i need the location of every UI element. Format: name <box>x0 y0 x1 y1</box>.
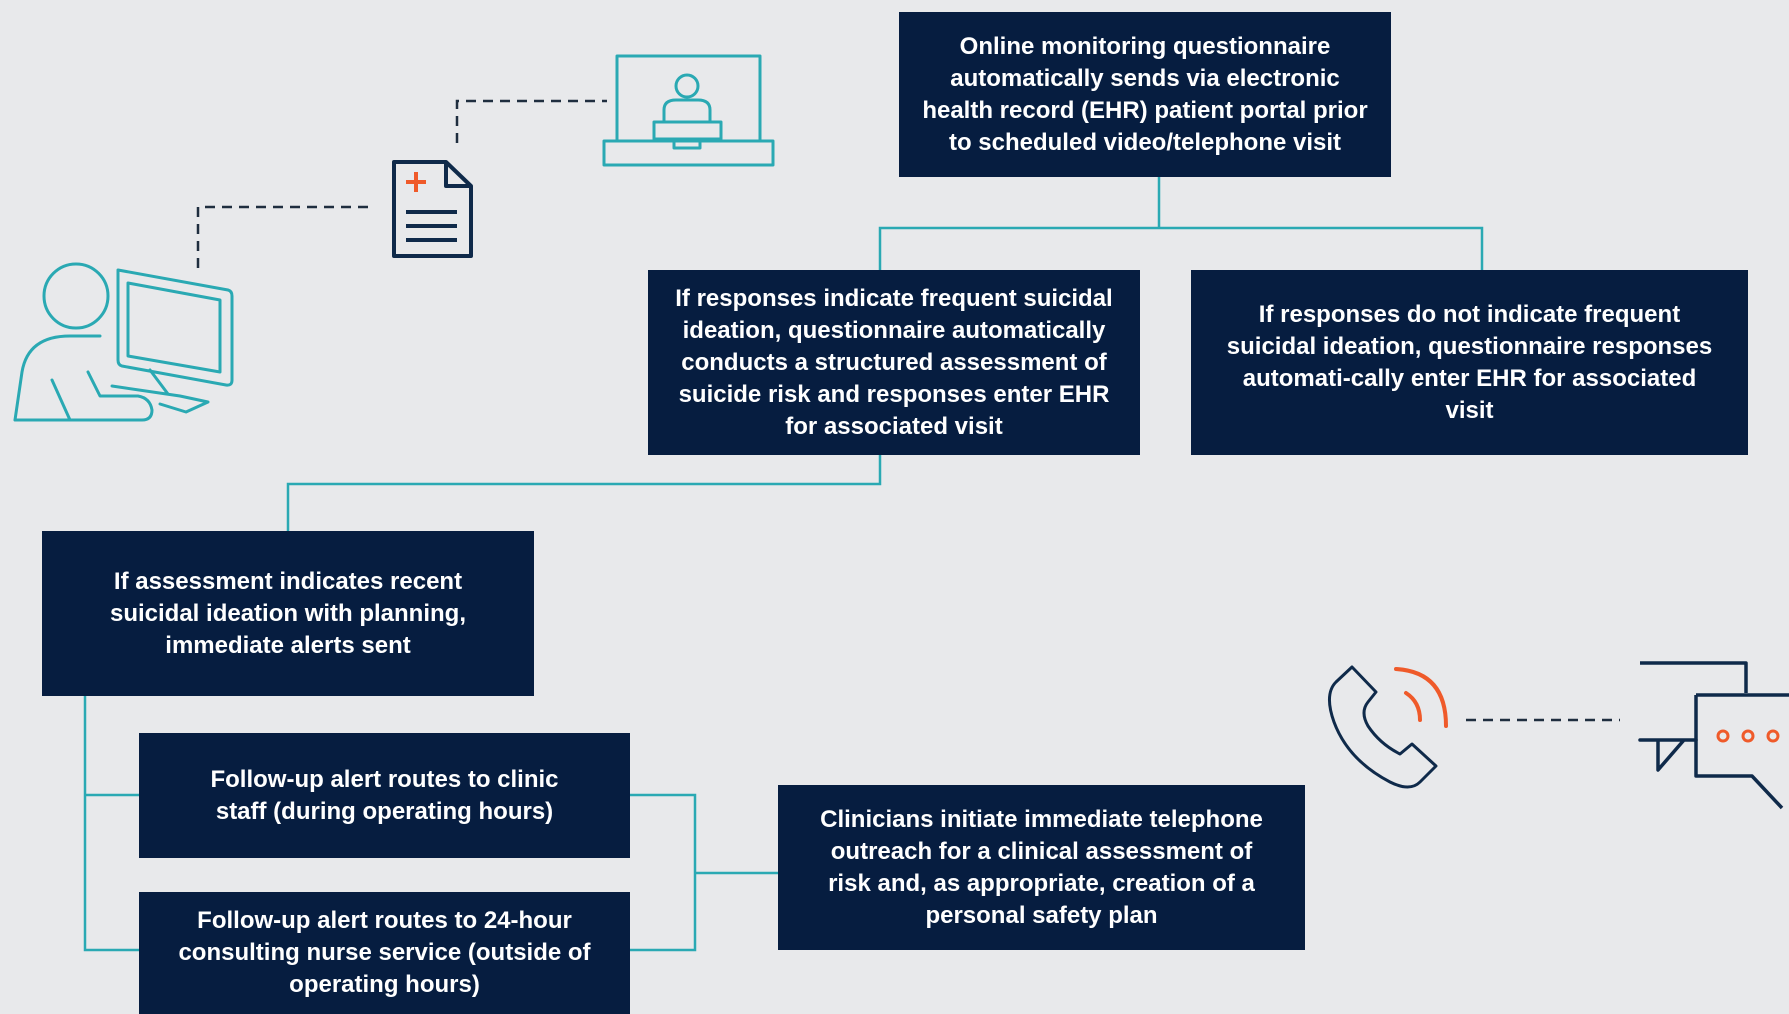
recent-ideation-box: If assessment indicates recent suicidal … <box>42 531 534 696</box>
nurse-service-text: Follow-up alert routes to 24-hour consul… <box>178 907 591 998</box>
connector-lines <box>83 177 1484 952</box>
connector-questionnaire-split <box>878 177 1484 270</box>
clinic-staff-text: Follow-up alert routes to clinic staff (… <box>210 765 559 825</box>
chat-bubbles-icon <box>1638 661 1789 810</box>
connector-alerts-to-outreach <box>630 793 778 952</box>
recent-ideation-text: If assessment indicates recent suicidal … <box>109 567 466 659</box>
dashed-links <box>196 99 1620 722</box>
medical-document-icon <box>392 160 473 258</box>
frequent-ideation-box: If responses indicate frequent suicidal … <box>648 270 1140 455</box>
connector-alert-branch <box>83 696 139 952</box>
questionnaire-box: Online monitoring questionnaire automati… <box>899 12 1391 177</box>
connector-to-recent-ideation <box>286 455 882 531</box>
no-frequent-ideation-box: If responses do not indicate frequent su… <box>1191 270 1748 455</box>
clinic-staff-box: Follow-up alert routes to clinic staff (… <box>139 733 630 858</box>
dashed-link-patient-document <box>196 205 372 268</box>
dashed-link-document-clinician <box>455 99 607 143</box>
telephone-icon <box>1328 665 1448 789</box>
questionnaire-text: Online monitoring questionnaire automati… <box>922 32 1368 156</box>
frequent-ideation-text: If responses indicate frequent suicidal … <box>675 284 1113 440</box>
patient-at-computer-icon <box>13 262 234 422</box>
clinician-laptop-icon <box>602 54 775 167</box>
clinician-outreach-text: Clinicians initiate immediate telephone … <box>820 805 1263 929</box>
clinician-outreach-box: Clinicians initiate immediate telephone … <box>778 785 1305 950</box>
nurse-service-box: Follow-up alert routes to 24-hour consul… <box>139 892 630 1014</box>
no-frequent-ideation-text: If responses do not indicate frequent su… <box>1226 300 1713 424</box>
